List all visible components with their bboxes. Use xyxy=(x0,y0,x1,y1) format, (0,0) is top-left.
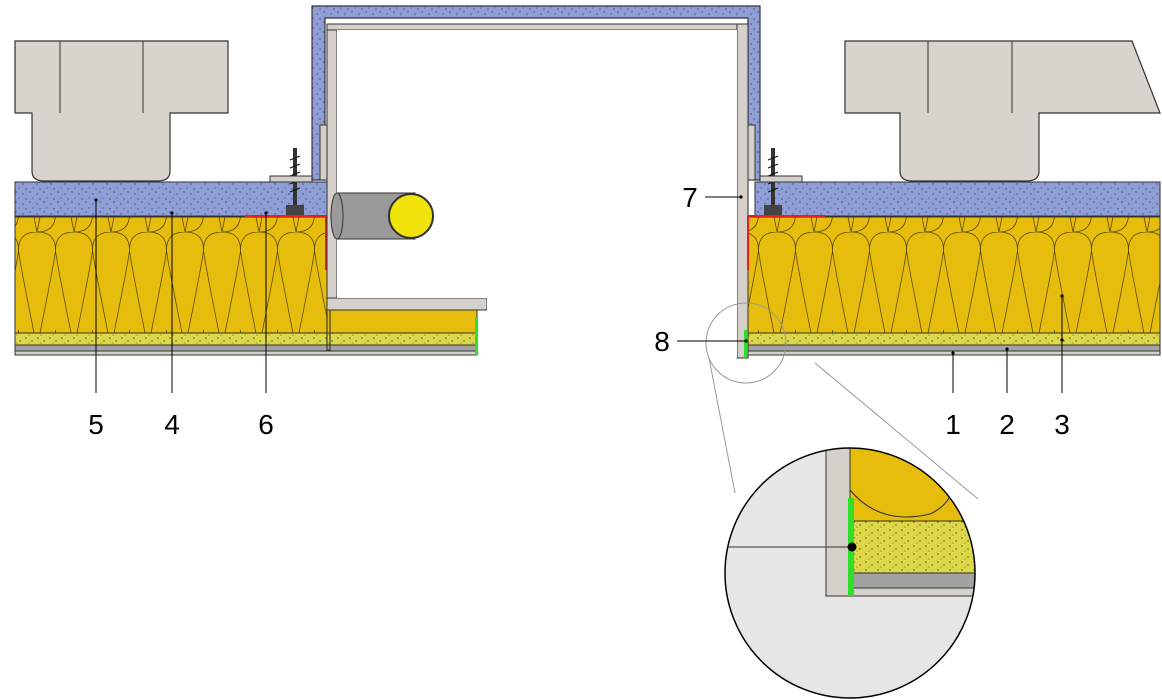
right-insulation-layer xyxy=(747,216,1161,334)
left-insulation-layer xyxy=(14,216,328,334)
leader-lines xyxy=(95,196,1063,393)
zoom-metal-wall xyxy=(825,448,851,597)
right-paver-stone xyxy=(844,40,1161,182)
leader-dots xyxy=(94,195,1064,355)
left-paver-joint xyxy=(59,41,144,113)
right-post xyxy=(747,124,756,181)
zoom-leader-dot xyxy=(847,542,857,552)
label-2: 2 xyxy=(999,409,1015,440)
left-post xyxy=(319,124,328,181)
right-dotted-layer xyxy=(747,332,1161,346)
label-5: 5 xyxy=(88,409,104,440)
upstand-duct xyxy=(311,5,761,359)
label-1: 1 xyxy=(945,409,961,440)
right-roof-buildup xyxy=(744,40,1161,357)
duct-inner-right xyxy=(487,298,737,358)
zoom-circle xyxy=(724,447,976,699)
left-red-bead xyxy=(245,215,327,270)
zoom-dotted-layer xyxy=(849,520,975,574)
left-paver-stone xyxy=(14,40,229,182)
left-dotted-layer xyxy=(14,332,478,346)
left-sealant xyxy=(475,318,478,355)
label-3: 3 xyxy=(1054,409,1070,440)
right-base-layer xyxy=(747,344,1161,352)
duct-bottom-flange xyxy=(326,297,488,311)
duct-cover xyxy=(311,5,761,181)
right-red-bead xyxy=(747,215,825,270)
duct-right-wall xyxy=(736,23,749,359)
left-roof-buildup xyxy=(14,40,478,356)
left-bottom-layer xyxy=(14,350,478,356)
label-8: 8 xyxy=(654,326,670,357)
label-7: 7 xyxy=(682,182,698,213)
right-paver-joint xyxy=(927,41,1013,113)
zoom-grey-layer xyxy=(849,572,975,589)
label-4: 4 xyxy=(164,409,180,440)
zoom-detail xyxy=(705,302,979,699)
duct-left-wall xyxy=(326,23,338,311)
left-flashing-strip xyxy=(269,175,313,183)
duct-inner-space xyxy=(337,30,737,298)
pipe-icon xyxy=(330,192,434,240)
right-screed-layer xyxy=(754,181,1161,217)
zoom-connector-lines xyxy=(708,357,979,500)
label-6: 6 xyxy=(258,409,274,440)
left-base-layer xyxy=(14,344,478,352)
zoom-bottom-layer xyxy=(849,587,975,597)
right-flashing-strip xyxy=(759,175,803,183)
duct-top xyxy=(326,23,749,31)
left-lower-insulation xyxy=(326,309,478,334)
zoom-source-circle xyxy=(705,302,787,384)
right-sealant xyxy=(744,330,747,357)
left-screed-layer xyxy=(14,181,328,217)
